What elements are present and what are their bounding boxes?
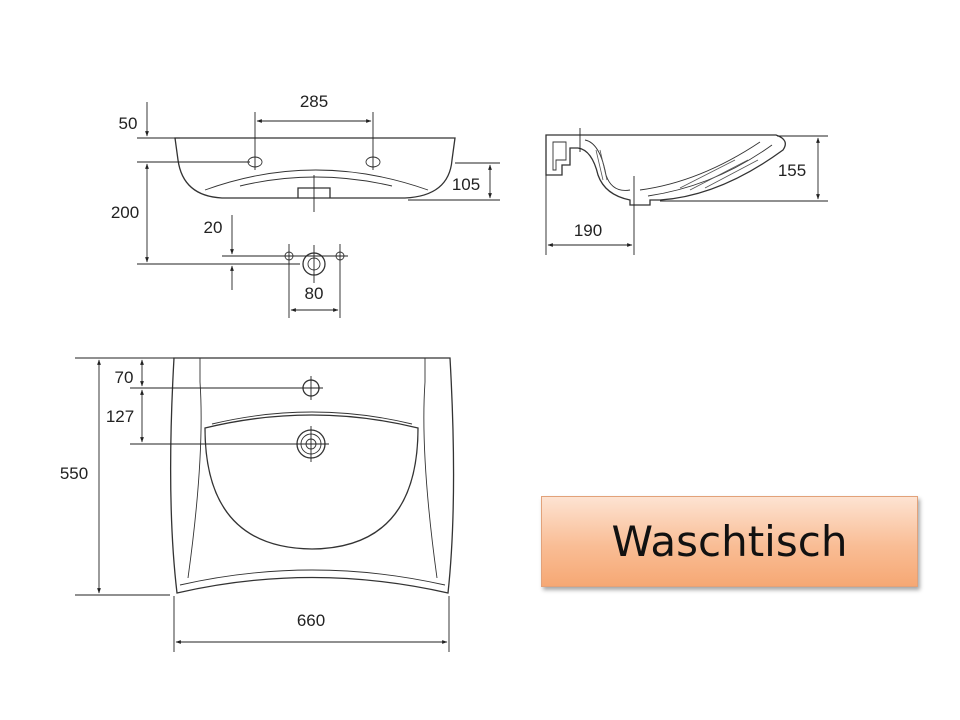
section-inner-wall <box>552 141 567 171</box>
front-basin-outline <box>174 137 456 199</box>
section-bowl-wall <box>584 139 631 191</box>
dim-550-label: 550 <box>60 464 88 483</box>
dim-127-label: 127 <box>106 407 134 426</box>
front-basin-curve-inner <box>239 176 393 187</box>
section-bowl-curve <box>639 141 761 191</box>
title-box: Waschtisch <box>541 496 918 587</box>
slide-title: Waschtisch <box>611 517 848 566</box>
front-view: 285 50 200 105 20 80 <box>111 92 500 318</box>
section-view: 155 190 <box>545 128 828 255</box>
section-outline <box>545 134 786 206</box>
dim-190-label: 190 <box>574 221 602 240</box>
top-left-deck <box>187 358 202 579</box>
dim-105-label: 105 <box>452 175 480 194</box>
front-basin-curve <box>204 169 429 191</box>
top-bowl <box>204 414 419 550</box>
dim-200-label: 200 <box>111 203 139 222</box>
dim-70-label: 70 <box>115 368 134 387</box>
top-view: 70 127 550 660 <box>60 357 455 652</box>
dim-660-label: 660 <box>297 611 325 630</box>
top-front-edge <box>179 569 446 586</box>
dim-80-label: 80 <box>305 284 324 303</box>
dim-50-label: 50 <box>119 114 138 133</box>
dim-285-label: 285 <box>300 92 328 111</box>
dim-20-label: 20 <box>204 218 223 237</box>
top-outline <box>169 357 455 594</box>
section-bowl-curve-inner <box>647 144 773 197</box>
top-right-deck <box>423 358 438 579</box>
top-bowl-rim <box>211 411 413 425</box>
dim-155-label: 155 <box>778 161 806 180</box>
